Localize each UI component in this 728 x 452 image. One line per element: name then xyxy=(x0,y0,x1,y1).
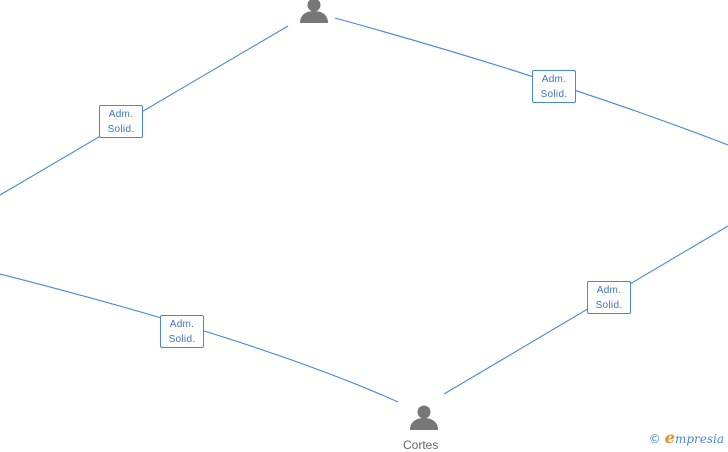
brand-initial: e xyxy=(664,428,675,447)
edge-left-to-bottom xyxy=(0,273,399,403)
edge-bottom-to-right xyxy=(443,225,728,395)
empresia-logo: ©empresia xyxy=(649,428,724,447)
edge-top-to-left xyxy=(0,25,289,196)
relation-role-line1: Adm. xyxy=(596,285,622,296)
relation-label-right-lower[interactable]: Adm. Solid. xyxy=(587,281,631,314)
relation-role-line2: Solid. xyxy=(540,89,568,100)
relation-role-line1: Adm. xyxy=(108,109,134,120)
relation-role-line1: Adm. xyxy=(541,74,567,85)
relation-label-left-upper[interactable]: Adm. Solid. xyxy=(99,105,143,138)
relation-label-left-lower[interactable]: Adm. Solid. xyxy=(160,315,204,348)
copyright-symbol: © xyxy=(648,432,661,446)
relation-role-line2: Solid. xyxy=(168,334,196,345)
person-icon[interactable] xyxy=(409,404,439,430)
brand-name: mpresia xyxy=(674,432,724,446)
person-name-cortes[interactable]: Cortes xyxy=(403,438,439,452)
relation-role-line2: Solid. xyxy=(595,300,623,311)
relation-label-right-upper[interactable]: Adm. Solid. xyxy=(532,70,576,103)
person-icon[interactable] xyxy=(299,0,329,23)
relation-role-line2: Solid. xyxy=(107,124,135,135)
relation-role-line1: Adm. xyxy=(169,319,195,330)
